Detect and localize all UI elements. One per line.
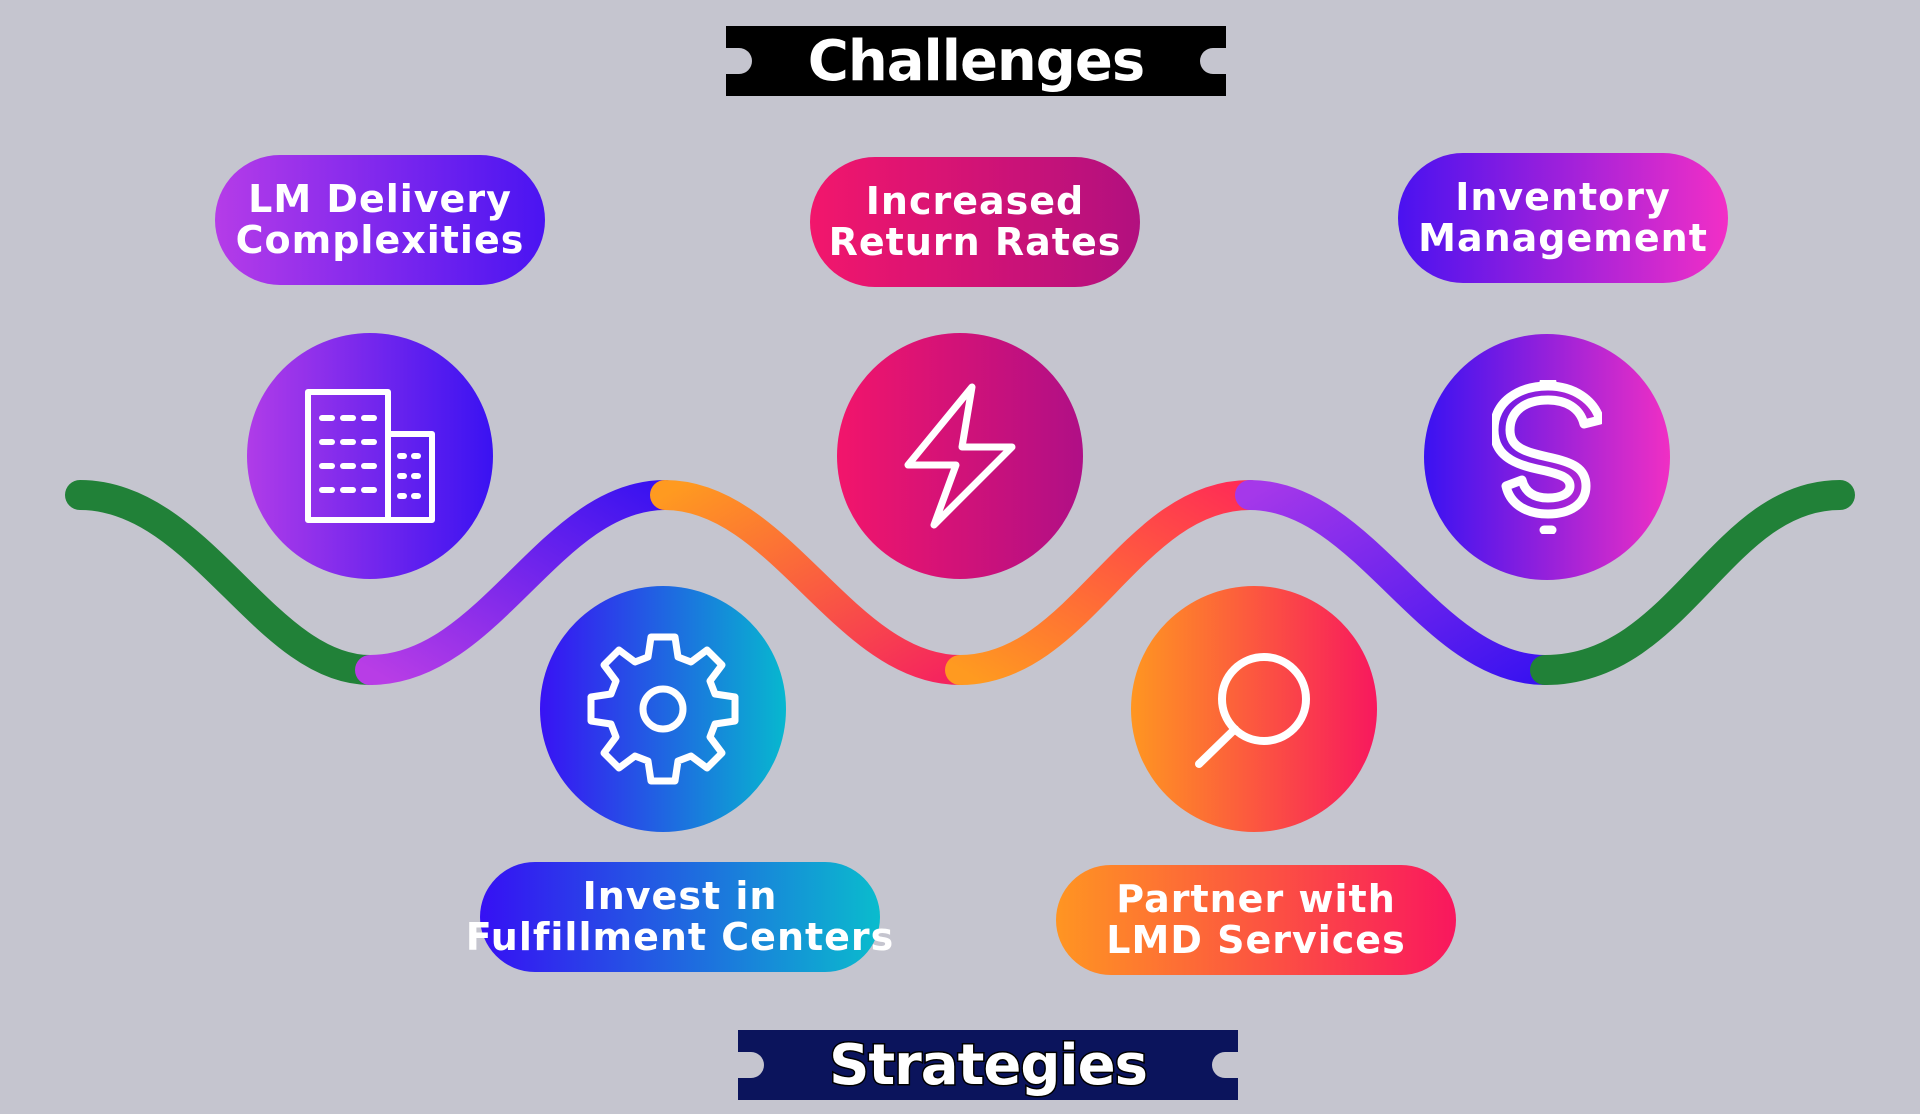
building-icon — [305, 389, 435, 523]
strategies-title: Strategies — [828, 1031, 1150, 1099]
pill-line: Increased — [865, 179, 1085, 223]
wave-segment-5 — [1235, 480, 1560, 685]
pill-line: Return Rates — [828, 220, 1122, 264]
lightning-icon — [904, 383, 1016, 529]
wave-segment-6 — [1530, 480, 1855, 685]
pill-line: LM Delivery — [248, 177, 512, 221]
pill-line: Partner with — [1116, 877, 1396, 921]
gear-icon — [587, 633, 739, 785]
pill-line: LMD Services — [1106, 918, 1406, 962]
challenge-circle-dollar — [1424, 334, 1670, 580]
pill-line: Fulfillment Centers — [465, 915, 895, 959]
pill-line: Complexities — [235, 218, 525, 262]
wave-segment-4 — [945, 480, 1265, 685]
wave-segment-2 — [355, 480, 680, 685]
wave-segment-1 — [65, 480, 385, 685]
challenges-title: Challenges — [806, 27, 1146, 95]
search-icon — [1195, 653, 1310, 768]
strategy-circle-search — [1131, 586, 1377, 832]
pill-line: Management — [1418, 216, 1708, 260]
pill-line: Inventory — [1455, 175, 1671, 219]
challenge-circle-building — [247, 333, 493, 579]
wave-segment-3 — [650, 480, 975, 685]
strategy-circle-gear — [540, 586, 786, 832]
challenge-circle-lightning — [837, 333, 1083, 579]
dollar-icon — [1492, 380, 1602, 534]
challenges-banner: Challenges — [700, 26, 1252, 96]
pill-line: Invest in — [582, 874, 778, 918]
strategies-banner: Strategies — [712, 1030, 1264, 1100]
